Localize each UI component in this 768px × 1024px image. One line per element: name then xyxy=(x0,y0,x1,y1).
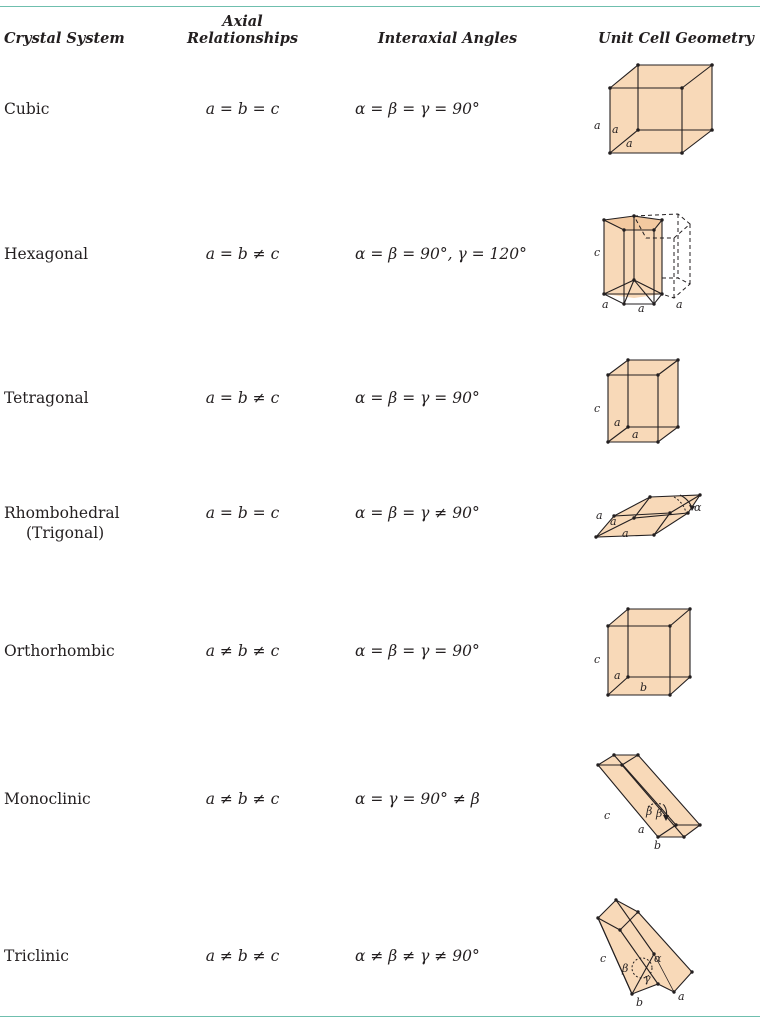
axis-label: c xyxy=(604,809,610,822)
crystal-system-name: Tetragonal xyxy=(4,389,89,407)
axis-label: b xyxy=(636,996,643,1009)
axial-relationship: a ≠ b ≠ c xyxy=(205,947,280,965)
crystal-system-name: Cubic xyxy=(4,100,50,118)
interaxial-angles: α ≠ β ≠ γ ≠ 90° xyxy=(355,947,480,965)
axis-label: a xyxy=(678,990,685,1003)
header-axial-line1: Axial xyxy=(222,13,263,30)
interaxial-angles: α = β = γ ≠ 90° xyxy=(355,504,480,522)
axial-relationship: a ≠ b ≠ c xyxy=(205,642,280,660)
axis-label: a xyxy=(638,823,645,836)
header-axial-relationships: Axial Relationships xyxy=(170,13,315,47)
axis-label: a xyxy=(594,119,601,132)
axis-label: c xyxy=(594,246,600,259)
triclinic-unit-cell-icon: c α β γ a b xyxy=(596,898,694,1009)
axis-label: a xyxy=(614,416,621,429)
angle-label: β xyxy=(655,807,662,820)
crystal-system-name-sub: (Trigonal) xyxy=(26,524,105,542)
header-interaxial-angles: Interaxial Angles xyxy=(377,30,518,47)
axial-relationship: a = b = c xyxy=(205,100,280,118)
header-axial-line2: Relationships xyxy=(186,30,299,47)
crystal-system-name: Monoclinic xyxy=(4,790,91,808)
axis-label: a xyxy=(632,428,639,441)
header-unit-cell-geometry: Unit Cell Geometry xyxy=(598,30,754,47)
interaxial-angles: α = γ = 90° ≠ β xyxy=(355,790,480,808)
interaxial-angles: α = β = γ = 90° xyxy=(355,642,480,660)
angle-label: α xyxy=(654,952,662,965)
interaxial-angles: α = β = γ = 90° xyxy=(355,100,480,118)
axis-label: a xyxy=(638,302,645,315)
axis-label: c xyxy=(594,402,600,415)
crystal-system-name: Rhombohedral (Trigonal) xyxy=(4,503,120,543)
angle-label: β xyxy=(621,962,628,975)
axis-label: a xyxy=(602,298,609,311)
crystal-system-name: Hexagonal xyxy=(4,245,89,263)
angle-label: α xyxy=(694,501,702,514)
axial-relationship: a ≠ b ≠ c xyxy=(205,790,280,808)
axial-relationship: a = b = c xyxy=(205,504,280,522)
axis-label: a xyxy=(614,669,621,682)
interaxial-angles: α = β = 90°, γ = 120° xyxy=(355,245,527,263)
header-crystal-system: Crystal System xyxy=(4,30,125,47)
cubic-unit-cell-icon: a a a xyxy=(594,63,714,155)
axis-label: c xyxy=(594,653,600,666)
tetragonal-unit-cell-icon: c a a xyxy=(594,358,680,444)
axis-label: a xyxy=(596,509,603,522)
axial-relationship: a = b ≠ c xyxy=(205,245,280,263)
monoclinic-unit-cell-icon: c β β a b xyxy=(596,753,702,852)
rhombohedral-unit-cell-icon: a a a α xyxy=(594,493,702,540)
axis-label: a xyxy=(622,527,629,540)
crystal-system-name: Triclinic xyxy=(4,947,69,965)
axis-label: a xyxy=(612,123,619,136)
orthorhombic-unit-cell-icon: c a b xyxy=(594,607,692,697)
interaxial-angles: α = β = γ = 90° xyxy=(355,389,480,407)
hexagonal-unit-cell-icon: c a a a xyxy=(594,213,691,315)
angle-label: γ xyxy=(644,972,651,985)
axis-label: b xyxy=(640,681,647,694)
axis-label: c xyxy=(600,952,606,965)
bottom-rule xyxy=(0,1016,760,1017)
crystal-system-name-main: Rhombohedral xyxy=(4,504,120,522)
top-rule xyxy=(0,6,760,7)
crystal-system-name: Orthorhombic xyxy=(4,642,115,660)
axial-relationship: a = b ≠ c xyxy=(205,389,280,407)
angle-label: β xyxy=(645,805,652,818)
axis-label: a xyxy=(610,515,617,528)
axis-label: a xyxy=(626,137,633,150)
axis-label: b xyxy=(654,839,661,852)
axis-label: a xyxy=(676,298,683,311)
